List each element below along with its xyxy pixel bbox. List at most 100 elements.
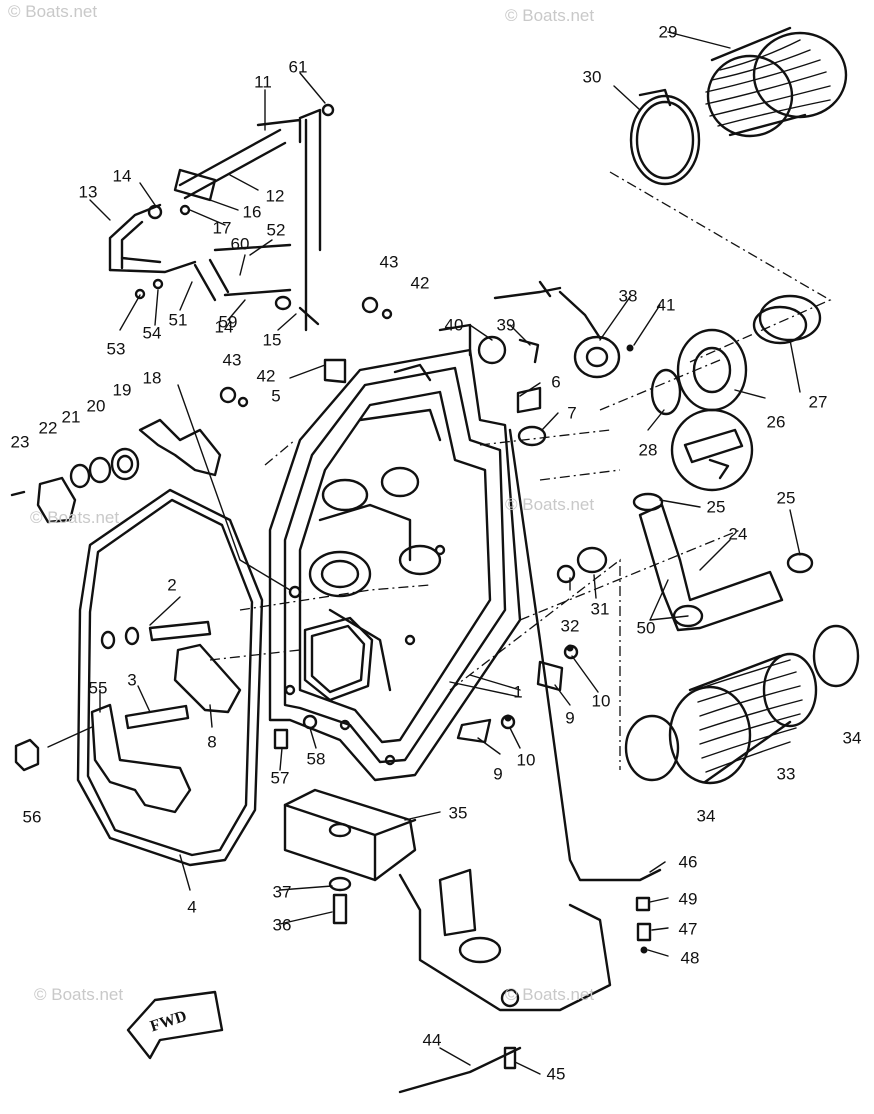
water-tube-assembly — [108, 103, 335, 332]
cover-plate — [303, 616, 374, 702]
callout-51: 51 — [168, 310, 188, 330]
stud-bolts — [100, 620, 212, 730]
trim-sender-38 — [477, 280, 621, 447]
callout-21: 21 — [61, 407, 81, 427]
callout-45: 45 — [546, 1064, 566, 1084]
ground-wire-46 — [508, 428, 662, 882]
callout-13: 13 — [78, 182, 98, 202]
callout-37: 37 — [272, 882, 292, 902]
callout-56: 56 — [22, 807, 42, 827]
callout-30: 30 — [582, 67, 602, 87]
callout-10a: 10 — [591, 691, 611, 711]
anode-block-35 — [283, 788, 417, 882]
clamp-30 — [629, 88, 701, 186]
callout-8: 8 — [207, 732, 217, 752]
callout-54: 54 — [142, 323, 162, 343]
callout-35: 35 — [448, 803, 468, 823]
callout-60: 60 — [230, 234, 250, 254]
detail-inset — [670, 408, 754, 492]
callout-52: 52 — [266, 220, 286, 240]
nut-56 — [14, 738, 40, 772]
watermark: © Boats.net — [34, 985, 124, 1004]
gimbal-housing — [268, 323, 522, 782]
callout-50: 50 — [636, 618, 656, 638]
fwd-arrow — [126, 990, 224, 1060]
callout-46: 46 — [678, 852, 698, 872]
callout-6: 6 — [551, 372, 561, 392]
callout-33: 33 — [776, 764, 796, 784]
bearing-stack — [650, 294, 822, 416]
callout-61: 61 — [288, 57, 308, 77]
callout-49: 49 — [678, 889, 698, 909]
ground-strap-44 — [398, 1046, 522, 1094]
callout-20: 20 — [86, 396, 106, 416]
callout-34b: 34 — [696, 806, 716, 826]
callout-17: 17 — [212, 218, 232, 238]
hose-24 — [632, 492, 814, 632]
callout-26: 26 — [766, 412, 786, 432]
watermark: © Boats.net — [505, 6, 595, 25]
callout-43b: 43 — [222, 350, 242, 370]
callout-58: 58 — [306, 749, 326, 769]
callout-43a: 43 — [379, 252, 399, 272]
callout-5: 5 — [271, 386, 281, 406]
watermark: © Boats.net — [505, 495, 595, 514]
callout-9a: 9 — [565, 708, 575, 728]
callout-48: 48 — [680, 948, 700, 968]
callout-2: 2 — [167, 575, 177, 595]
watermark: © Boats.net — [505, 985, 595, 1004]
callout-32: 32 — [560, 616, 580, 636]
bellows-29 — [705, 26, 848, 138]
callout-25a: 25 — [706, 497, 726, 517]
callout-16: 16 — [242, 202, 262, 222]
callout-38: 38 — [618, 286, 638, 306]
bellows-33 — [624, 624, 860, 785]
callout-22: 22 — [38, 418, 58, 438]
elbow-hose-18 — [138, 418, 222, 477]
callout-19: 19 — [112, 380, 132, 400]
lower-gimbal — [398, 868, 612, 1012]
callout-14a: 14 — [112, 166, 132, 186]
callout-7: 7 — [567, 403, 577, 423]
callout-40: 40 — [444, 315, 464, 335]
assembly-reference-lines — [209, 171, 832, 770]
callout-42b: 42 — [256, 366, 276, 386]
leader-lines — [47, 31, 801, 1075]
callout-9b: 9 — [493, 764, 503, 784]
callout-34a: 34 — [842, 728, 862, 748]
callout-12: 12 — [265, 186, 285, 206]
callout-10b: 10 — [516, 750, 536, 770]
watermark: © Boats.net — [8, 2, 98, 21]
callout-41: 41 — [656, 295, 676, 315]
callout-24: 24 — [728, 524, 748, 544]
callout-36: 36 — [272, 915, 292, 935]
callout-31: 31 — [590, 599, 610, 619]
fasteners — [219, 296, 652, 1070]
callout-39: 39 — [496, 315, 516, 335]
callout-47: 47 — [678, 919, 698, 939]
callout-53: 53 — [106, 339, 126, 359]
housing-gasket — [76, 488, 264, 867]
callout-15: 15 — [262, 330, 282, 350]
callout-18: 18 — [142, 368, 162, 388]
small-gasket — [173, 643, 242, 714]
callout-59: 59 — [218, 312, 238, 332]
callout-42a: 42 — [410, 273, 430, 293]
bracket-55 — [90, 703, 192, 814]
callout-11: 11 — [254, 72, 272, 92]
callout-3: 3 — [127, 670, 137, 690]
callout-44: 44 — [422, 1030, 442, 1050]
callout-14b: 14 — [214, 317, 234, 337]
seal-stack — [10, 447, 140, 524]
callout-27: 27 — [808, 392, 828, 412]
callout-23: 23 — [10, 432, 30, 452]
callout-4: 4 — [187, 897, 197, 917]
watermark: © Boats.net — [30, 508, 120, 527]
callout-57: 57 — [270, 768, 290, 788]
callout-29: 29 — [658, 22, 678, 42]
callout-25b: 25 — [776, 488, 796, 508]
callout-55: 55 — [88, 678, 108, 698]
callout-28: 28 — [638, 440, 658, 460]
callout-1: 1 — [513, 682, 523, 702]
